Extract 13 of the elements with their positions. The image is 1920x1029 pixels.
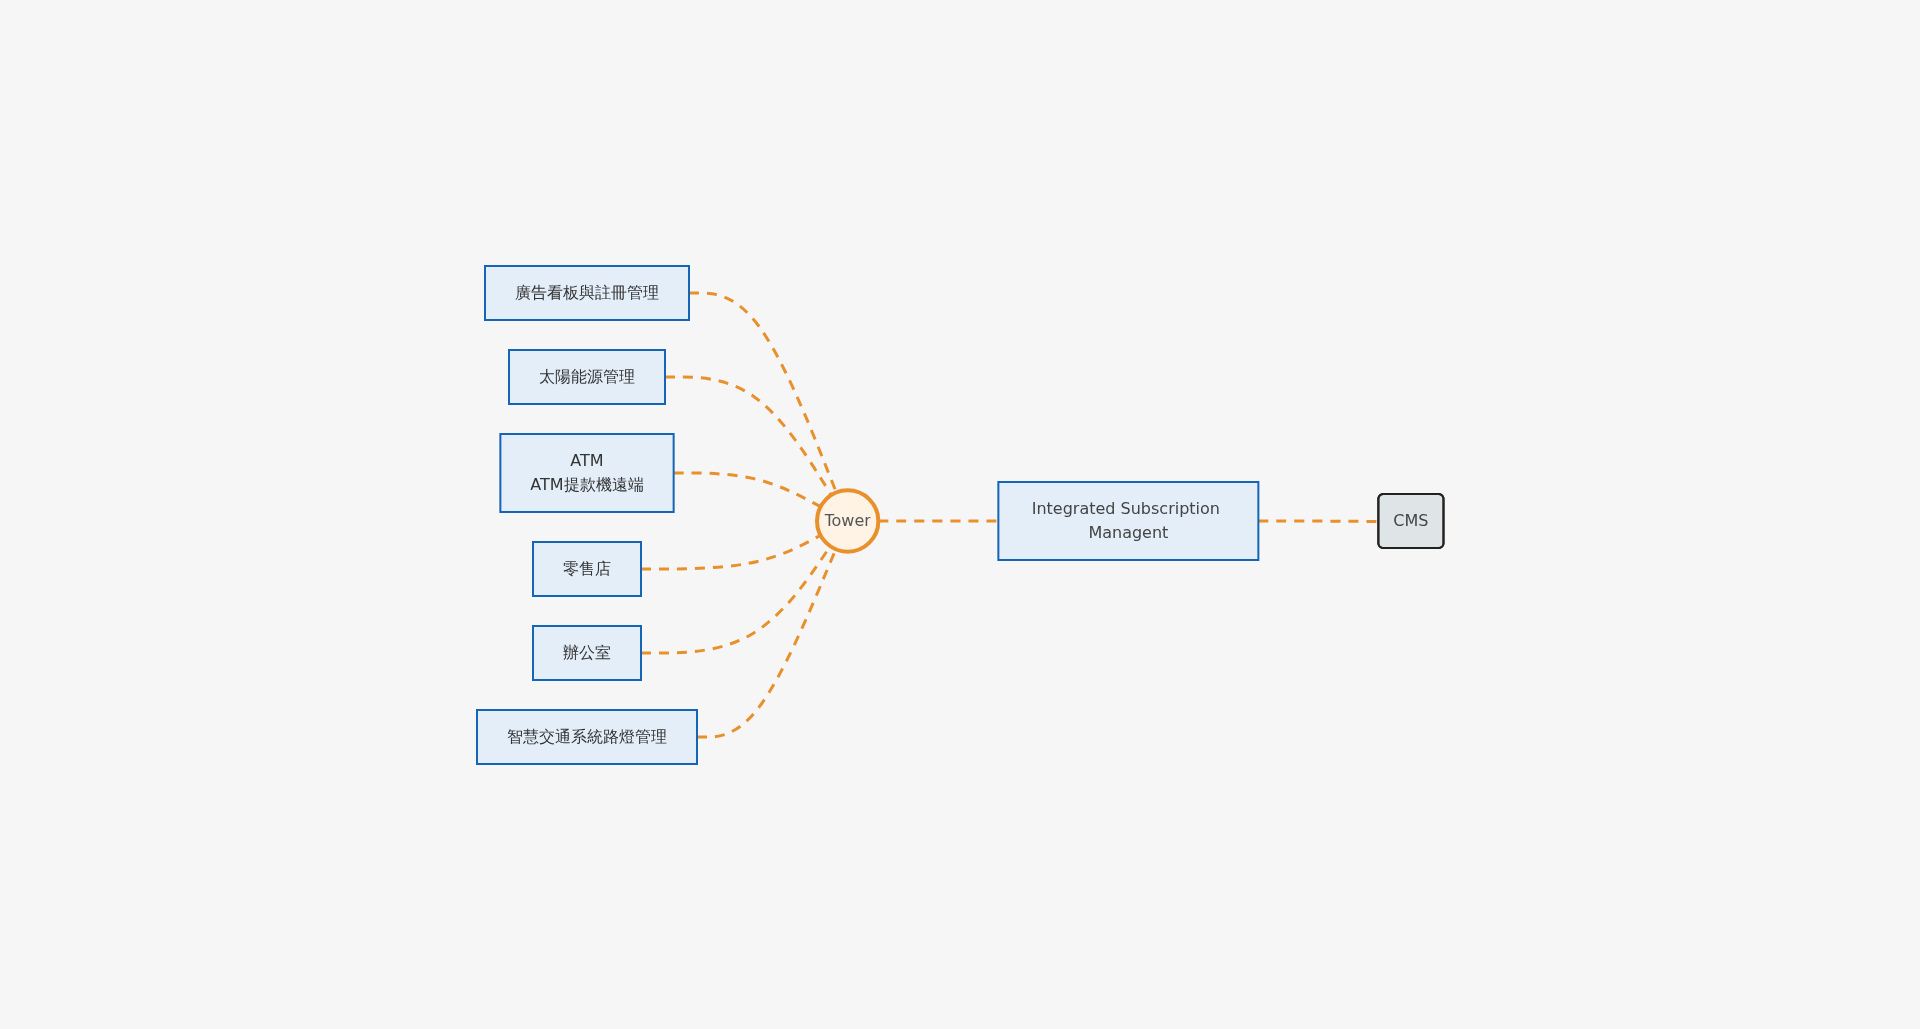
- connector: [640, 533, 821, 570]
- node-box: ATM ATM提款機遠端: [499, 432, 675, 513]
- node-box: 太陽能源管理: [507, 348, 666, 405]
- node-box: 智慧交通系統路燈管理: [475, 708, 698, 765]
- connector: [673, 471, 821, 508]
- node-box: 零售店: [531, 540, 642, 597]
- node-circle: Tower: [814, 487, 881, 554]
- node-box: 辦公室: [531, 624, 642, 681]
- connector: [1258, 519, 1379, 523]
- node-box: Integrated Subscription Managent: [997, 480, 1260, 561]
- node-box: 廣告看板與註冊管理: [483, 264, 690, 321]
- connector: [878, 519, 999, 522]
- connector: [688, 291, 838, 493]
